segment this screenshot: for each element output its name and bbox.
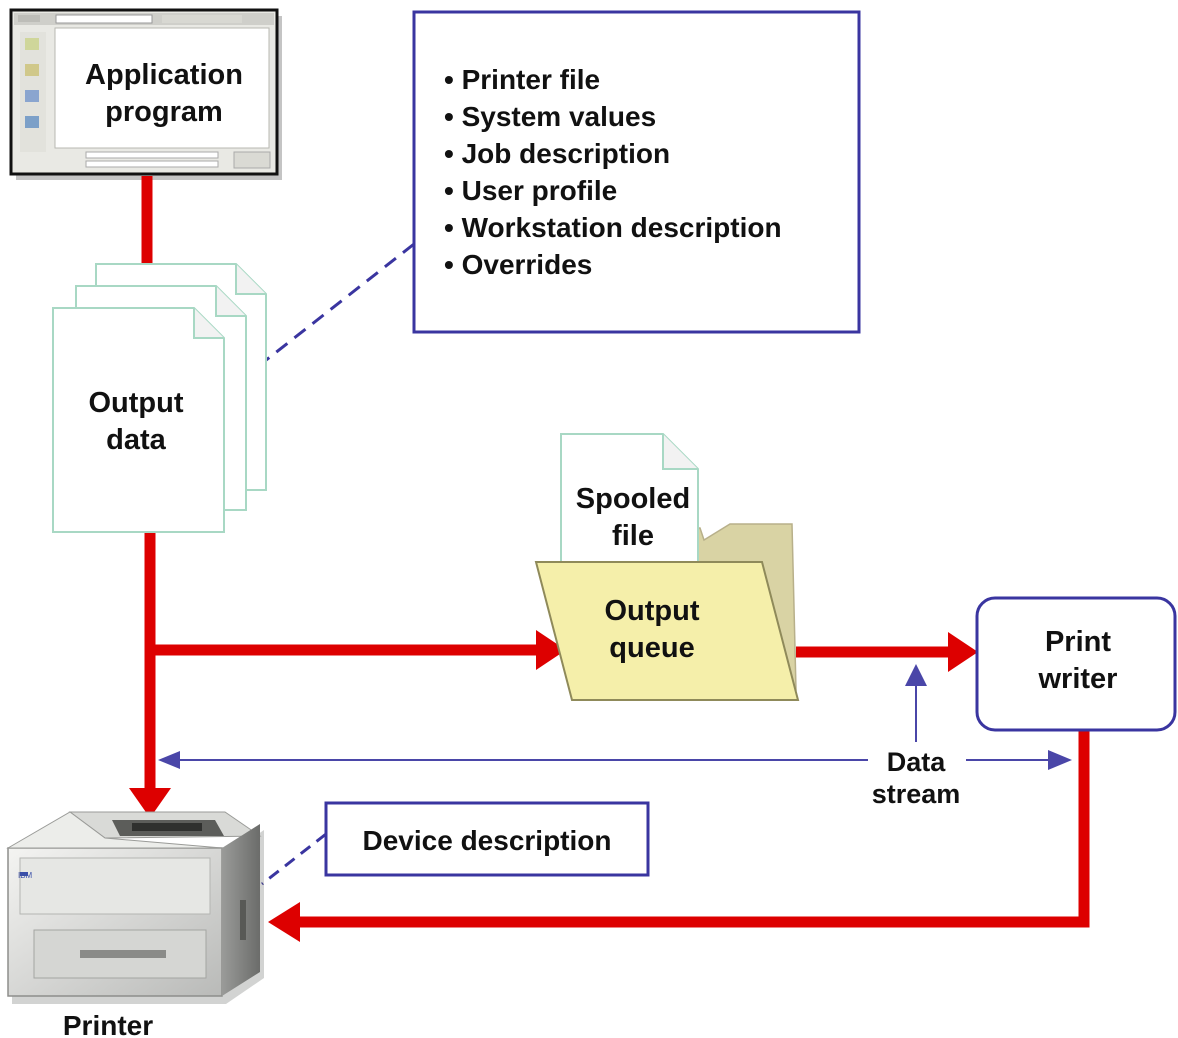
- document-stack-icon: [52, 263, 267, 533]
- printer-icon: IBM: [6, 811, 264, 1004]
- print-writer-label-line1: Print: [1045, 626, 1111, 658]
- device-description-label: Device description: [363, 825, 612, 856]
- spooled-file-label-line1: Spooled: [576, 483, 690, 515]
- attribute-item: • Overrides: [444, 249, 592, 280]
- application-program-label-line1: Application: [85, 59, 243, 91]
- spooled-file-label-line2: file: [612, 520, 654, 552]
- device-description-box: [324, 801, 650, 877]
- arrowhead: [129, 788, 171, 818]
- output-data-label-line1: Output: [88, 387, 183, 419]
- attribute-item: • Workstation description: [444, 212, 782, 243]
- application-window-icon: [9, 8, 282, 180]
- attribute-item: • Job description: [444, 138, 670, 169]
- attribute-item: • System values: [444, 101, 656, 132]
- data-stream-label-line2: stream: [872, 779, 961, 809]
- arrowhead: [905, 664, 927, 686]
- attributes-list: • Printer file • System values • Job des…: [444, 64, 782, 280]
- output-data-label-line2: data: [106, 424, 167, 456]
- arrowhead: [268, 902, 300, 942]
- attribute-item: • User profile: [444, 175, 617, 206]
- print-writer-box: [975, 596, 1177, 732]
- arrowhead: [536, 630, 566, 670]
- output-queue-label-line2: queue: [609, 632, 694, 664]
- application-program-label-line2: program: [105, 96, 223, 128]
- document-icon: [560, 433, 699, 573]
- flow-arrow-writer-to-printer: [296, 730, 1090, 928]
- print-writer-label-line2: writer: [1038, 663, 1118, 695]
- device-description-connector: [261, 832, 327, 886]
- data-stream-arrows: [158, 664, 1072, 770]
- output-queue-label-line1: Output: [604, 595, 699, 627]
- attributes-box: [412, 10, 861, 334]
- flow-arrows: [126, 176, 1090, 942]
- printer-label: Printer: [63, 1010, 153, 1038]
- arrowhead: [158, 751, 180, 769]
- data-stream-label-line1: Data: [887, 747, 947, 777]
- output-queue-folder-front: [534, 561, 800, 701]
- arrowhead: [948, 632, 978, 672]
- attribute-item: • Printer file: [444, 64, 600, 95]
- arrowhead: [1048, 750, 1072, 770]
- printer-brand-logo: IBM: [18, 871, 33, 880]
